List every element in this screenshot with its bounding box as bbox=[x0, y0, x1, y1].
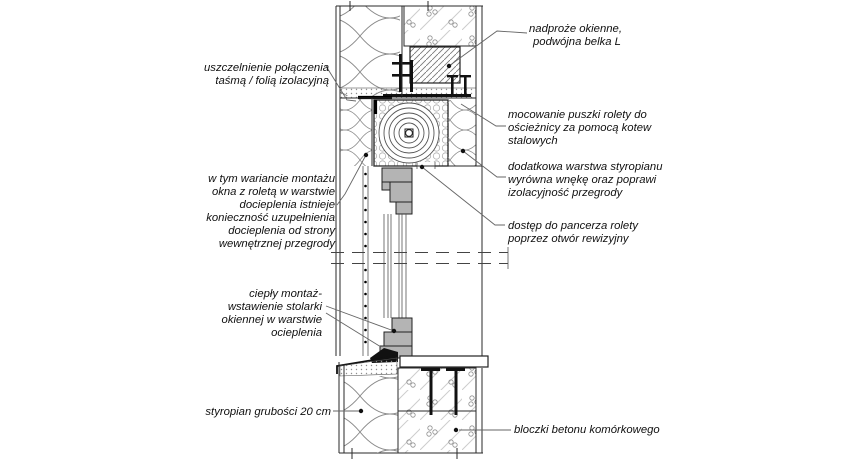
label-line: taśmą / folią izolacyjną bbox=[215, 75, 329, 87]
label-line: poprzez otwór rewizyjny bbox=[507, 233, 630, 245]
exterior-sill-flashing bbox=[336, 355, 398, 377]
label-warm-install: ciepły montaż- wstawienie stolarki okien… bbox=[222, 288, 323, 339]
leader-lintel bbox=[448, 30, 528, 67]
label-line: mocowanie puszki rolety do bbox=[508, 109, 647, 121]
label-line: nadproże okienne, bbox=[529, 23, 622, 35]
aerated-blocks-bottom bbox=[397, 367, 477, 454]
label-line: dostęp do pancerza rolety bbox=[508, 220, 639, 232]
membrane-strip bbox=[362, 166, 369, 356]
leader-warm-install bbox=[325, 305, 395, 332]
leader-warm-install-2 bbox=[325, 312, 382, 348]
label-line: konieczność uzupełnienia bbox=[206, 212, 335, 224]
leader-seal bbox=[325, 65, 357, 102]
label-access: dostęp do pancerza rolety poprzez otwór … bbox=[507, 220, 639, 245]
break-line bbox=[331, 247, 509, 269]
label-variant: w tym wariancie montażu okna z roletą w … bbox=[206, 173, 336, 250]
label-line: podwójna belka L bbox=[532, 36, 621, 48]
label-seal: uszczelnienie połączenia taśmą / folią i… bbox=[204, 62, 329, 87]
label-line: stalowych bbox=[508, 135, 558, 147]
styrofoam-bottom bbox=[338, 362, 398, 453]
label-line: wyrówna wnękę oraz poprawi bbox=[508, 174, 657, 186]
label-line: wstawienie stolarki bbox=[228, 301, 323, 313]
exterior-face bbox=[335, 6, 341, 356]
insulation-beside-box-right bbox=[448, 100, 476, 166]
label-box-fixing: mocowanie puszki rolety do ościeżnicy za… bbox=[508, 109, 652, 147]
label-line: styropian grubości 20 cm bbox=[205, 406, 331, 418]
label-line: bloczki betonu komórkowego bbox=[514, 424, 660, 436]
label-line: ocieplenia bbox=[271, 327, 322, 339]
window-frame-head bbox=[381, 167, 413, 215]
glazing bbox=[383, 214, 407, 318]
leader-extra-styrofoam bbox=[462, 150, 506, 178]
label-line: ciepły montaż- bbox=[249, 288, 322, 300]
leader-box-fixing bbox=[460, 103, 506, 127]
label-line: wewnętrznej przegrody bbox=[219, 238, 337, 250]
leader-access bbox=[421, 166, 505, 226]
shutter-coil bbox=[378, 102, 440, 164]
label-line: ościeżnicy za pomocą kotew bbox=[508, 122, 652, 134]
interior-face bbox=[475, 6, 483, 453]
interior-sill bbox=[399, 355, 489, 368]
label-lintel: nadproże okienne, podwójna belka L bbox=[529, 23, 622, 48]
label-line: okiennej w warstwie bbox=[222, 314, 322, 326]
label-line: docieplenia istnieje bbox=[240, 199, 335, 211]
leaders bbox=[325, 30, 528, 433]
steel-anchors-bottom bbox=[421, 368, 465, 415]
label-line: izolacyjność przegrody bbox=[508, 187, 624, 199]
label-blocks: bloczki betonu komórkowego bbox=[514, 424, 660, 436]
aerated-blocks-top bbox=[403, 5, 477, 47]
label-line: okna z roletą w warstwie bbox=[212, 186, 335, 198]
leader-variant bbox=[336, 154, 367, 206]
exterior-insulation-top bbox=[340, 6, 400, 166]
label-line: w tym wariancie montażu bbox=[208, 173, 336, 185]
label-line: dodatkowa warstwa styropianu bbox=[508, 161, 663, 173]
label-styrofoam: styropian grubości 20 cm bbox=[205, 406, 331, 418]
label-line: docieplenia od strony bbox=[228, 225, 336, 237]
roller-shutter-box bbox=[373, 99, 449, 169]
label-line: uszczelnienie połączenia bbox=[204, 62, 329, 74]
label-extra-styrofoam: dodatkowa warstwa styropianu wyrówna wnę… bbox=[508, 161, 663, 199]
